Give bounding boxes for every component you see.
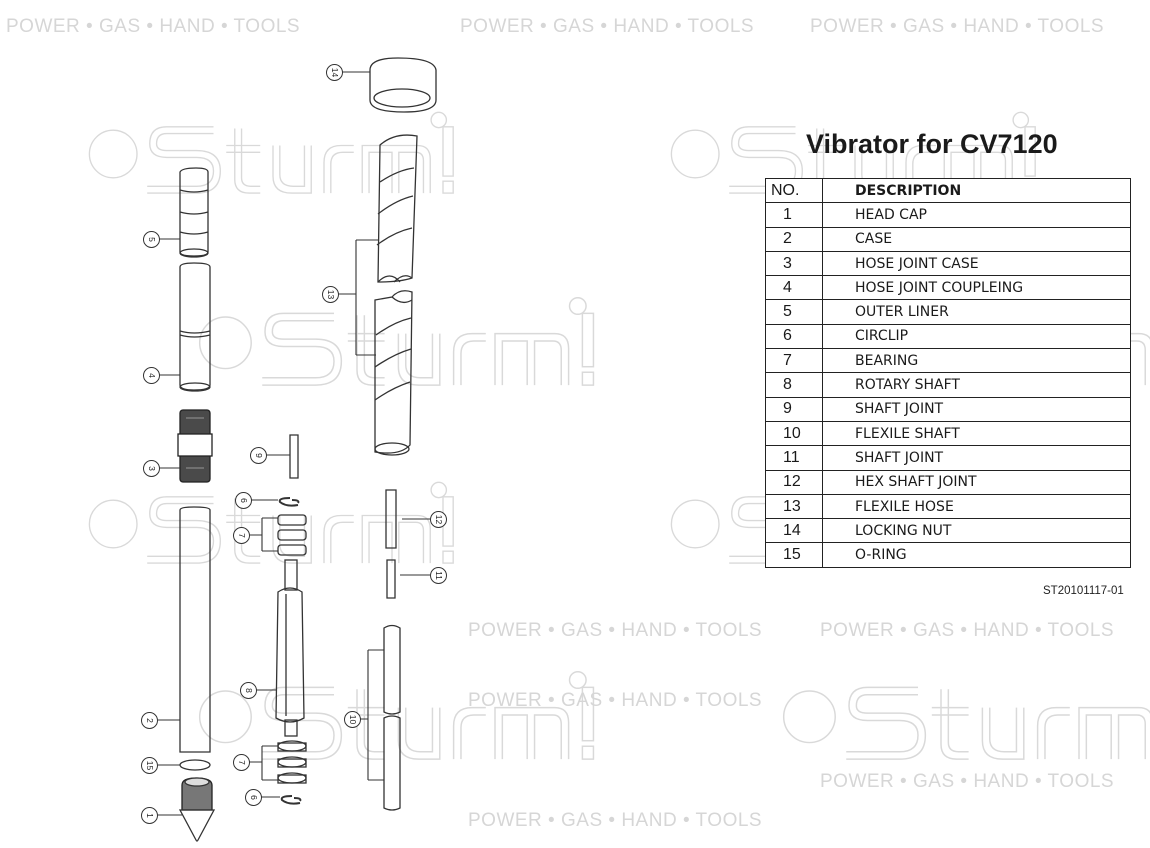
part-circlip	[280, 795, 302, 805]
callout-12: 12	[430, 511, 447, 528]
callout-7: 7	[233, 754, 250, 771]
callout-5: 5	[143, 231, 160, 248]
part-flexible-shaft	[383, 624, 401, 811]
part-description: HOSE JOINT COUPLEING	[822, 275, 1131, 301]
watermark-tagline: POWER • GAS • HAND • TOOLS	[468, 810, 763, 831]
watermark-tagline: POWER • GAS • HAND • TOOLS	[460, 16, 755, 37]
part-bearing-set	[277, 740, 307, 784]
callout-8: 8	[240, 682, 257, 699]
part-hose-joint-case	[177, 409, 213, 483]
part-number: 11	[765, 445, 823, 471]
part-description: FLEXILE SHAFT	[822, 420, 1131, 447]
callout-6: 6	[235, 492, 252, 509]
part-number: 5	[765, 299, 823, 325]
part-description: CIRCLIP	[822, 323, 1131, 350]
part-number: 7	[765, 348, 823, 374]
part-number: 15	[765, 542, 823, 568]
watermark-tagline: POWER • GAS • HAND • TOOLS	[468, 620, 763, 641]
part-locking-nut	[369, 57, 437, 113]
callout-7: 7	[233, 527, 250, 544]
part-description: CASE	[822, 226, 1131, 252]
watermark-tagline: POWER • GAS • HAND • TOOLS	[468, 690, 763, 711]
part-number: 10	[765, 420, 823, 447]
part-outer-liner	[179, 167, 209, 258]
part-case	[179, 506, 211, 753]
callout-leaders	[158, 71, 430, 816]
part-description: HOSE JOINT CASE	[822, 250, 1131, 277]
part-number: 8	[765, 372, 823, 398]
watermark-tagline: POWER • GAS • HAND • TOOLS	[6, 16, 301, 37]
part-description: ROTARY SHAFT	[822, 372, 1131, 398]
part-description: SHAFT JOINT	[822, 445, 1131, 471]
column-header-description: DESCRIPTION	[822, 177, 1131, 204]
part-number: 3	[765, 250, 823, 277]
part-number: 4	[765, 275, 823, 301]
callout-4: 4	[143, 367, 160, 384]
watermark-tagline: POWER • GAS • HAND • TOOLS	[810, 16, 1105, 37]
part-hose-joint-coupling	[179, 262, 211, 392]
part-bearing-set	[277, 514, 307, 556]
part-description: O-RING	[822, 542, 1131, 568]
part-number: 13	[765, 493, 823, 520]
callout-11: 11	[430, 567, 447, 584]
part-flexible-hose	[374, 134, 418, 456]
part-description: BEARING	[822, 348, 1131, 374]
part-hex-shaft-joint	[385, 489, 397, 549]
part-number: 6	[765, 323, 823, 350]
part-description: OUTER LINER	[822, 299, 1131, 325]
callout-10: 10	[344, 711, 361, 728]
part-number: 12	[765, 469, 823, 495]
part-description: HEX SHAFT JOINT	[822, 469, 1131, 495]
part-circlip	[278, 497, 300, 507]
part-number: 2	[765, 226, 823, 252]
part-description: SHAFT JOINT	[822, 396, 1131, 422]
part-shaft-joint-small	[386, 559, 396, 599]
callout-9: 9	[250, 447, 267, 464]
part-number: 1	[765, 202, 823, 228]
table-header-row: NO. DESCRIPTION	[765, 177, 1131, 204]
part-number: 14	[765, 518, 823, 544]
callout-15: 15	[141, 757, 158, 774]
column-header-no: NO.	[765, 177, 823, 204]
watermark-tagline: POWER • GAS • HAND • TOOLS	[820, 620, 1115, 641]
part-number: 9	[765, 396, 823, 422]
part-description: HEAD CAP	[822, 202, 1131, 228]
callout-14: 14	[326, 64, 343, 81]
part-rotary-shaft	[275, 559, 305, 737]
callout-13: 13	[322, 286, 339, 303]
callout-6: 6	[245, 789, 262, 806]
callout-2: 2	[141, 712, 158, 729]
callout-1: 1	[141, 807, 158, 824]
document-code: ST20101117-01	[1043, 585, 1124, 597]
part-head-cap	[178, 777, 216, 842]
part-description: FLEXILE HOSE	[822, 493, 1131, 520]
callout-3: 3	[143, 460, 160, 477]
part-shaft-joint	[289, 434, 299, 479]
part-description: LOCKING NUT	[822, 518, 1131, 544]
watermark-tagline: POWER • GAS • HAND • TOOLS	[820, 771, 1115, 792]
diagram-title: Vibrator for CV7120	[806, 129, 1058, 159]
